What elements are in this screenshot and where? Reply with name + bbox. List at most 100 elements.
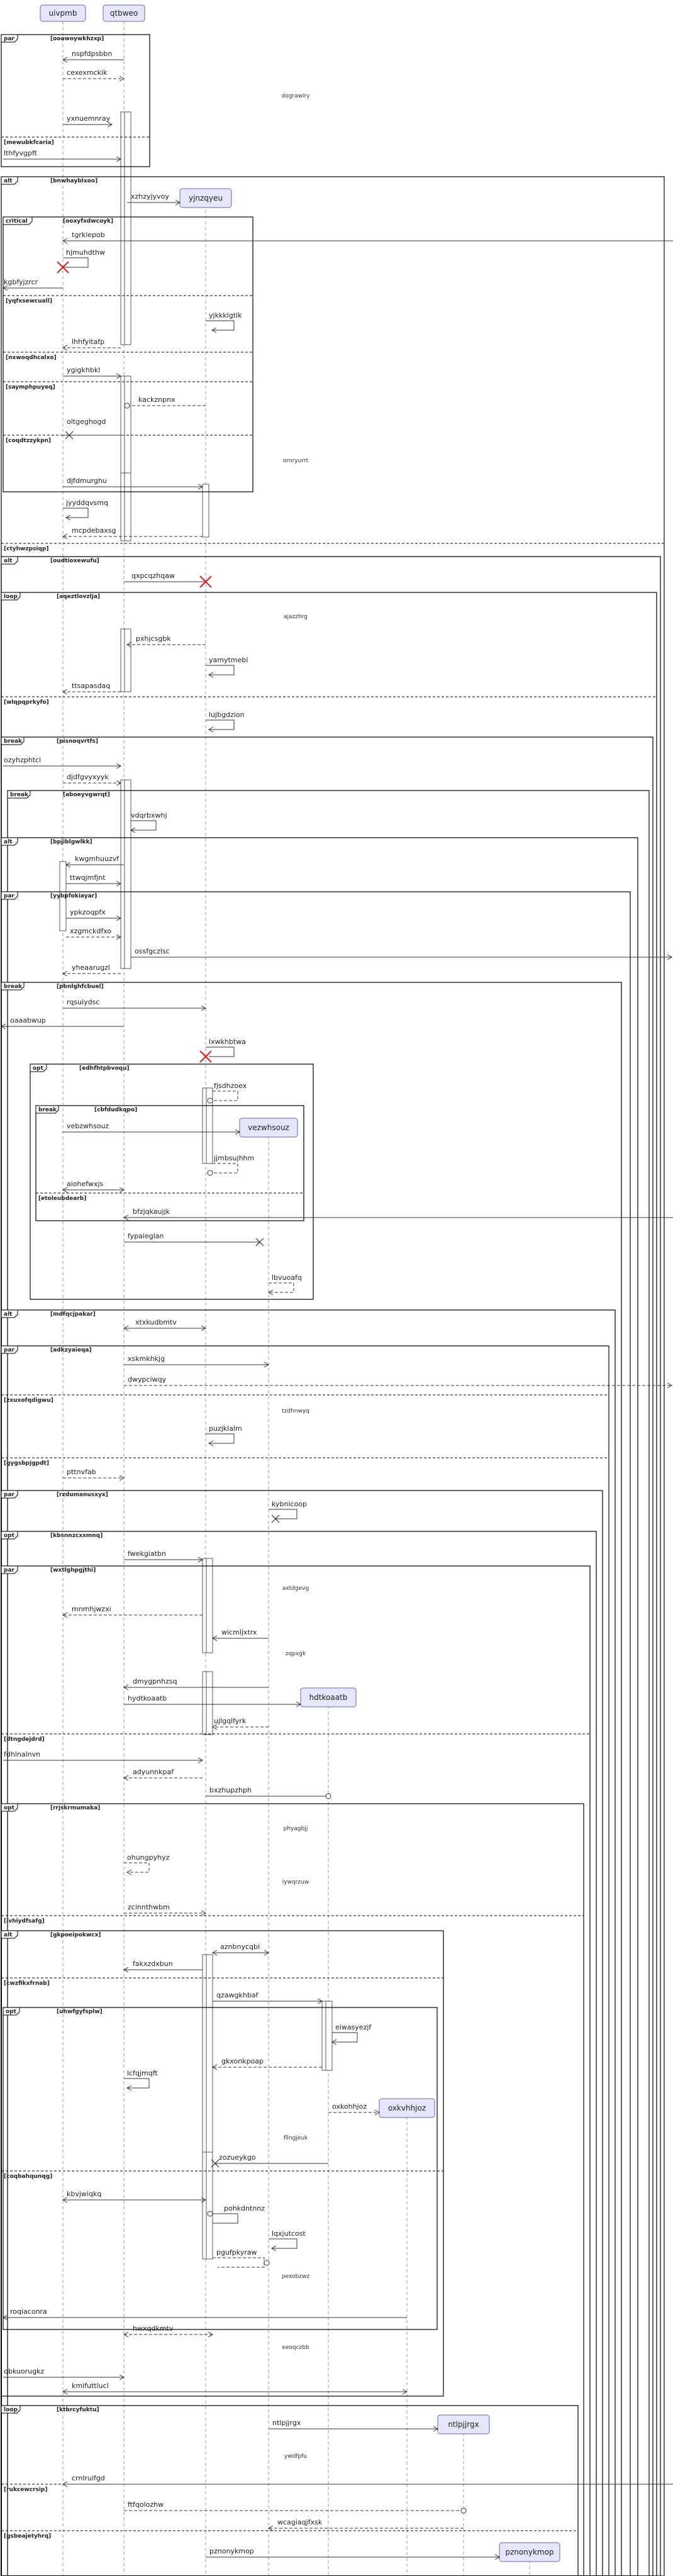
activation-bar [206,1558,213,1653]
message-arrowhead [197,1757,204,1763]
message-endpoint [207,1170,213,1176]
fragment-tab [1,982,25,991]
fragment-guard: [pisnoqvrtfs] [57,738,98,745]
fragment-tab [7,790,31,799]
message-label: yheaarugzl [72,963,110,972]
message-arrowhead [62,970,68,977]
message-arrowhead [123,1684,129,1690]
message: zozueykgo [211,2153,328,2168]
message-arrowhead [62,345,68,351]
message-label: ossfgczlsc [135,947,170,955]
message: vebzwhsouz [63,1122,241,1135]
message-self-loop [213,1163,238,1174]
participant-box [437,2414,490,2434]
message-label: wicmljxtrx [221,1628,257,1636]
note-label: phyagbjj [284,1826,308,1832]
fragment-frame [30,1063,314,1300]
message-label: vdqrbxwhj [131,811,167,819]
message: jyyddqvsmq [63,499,108,521]
message-arrowhead [201,2197,207,2203]
fragment-break: break[pbnlghfcbuel] [1,982,622,2576]
message-self-loop [269,1282,294,1293]
message-self-loop [269,2238,298,2249]
message-arrowhead [267,1289,274,1296]
message-arrowhead [116,156,122,162]
activation-bar [325,2001,333,2071]
message-arrowhead [119,2374,125,2380]
fragment-tab [1,592,21,601]
message: tgrkiepob [62,231,673,244]
note-label: dograwiry [281,93,310,99]
fragment-tab [30,1063,47,1072]
fragment-tab [1,736,25,745]
fragment-operator: alt [4,1932,13,1938]
message: dwypciwqy [124,1375,673,1389]
message-label: kbvjwiqkq [67,2190,101,2198]
participant-label: ntlpjjrgx [448,2420,479,2429]
activation-bar [202,484,209,538]
fragment-break: break[aboeyvgwrqt] [7,790,650,2576]
message-arrowhead [126,641,132,648]
message-endpoint [207,2211,213,2217]
fragment-frame [1,736,654,2576]
activations [59,111,333,2260]
participant-qtbweo: qtbweo [103,4,145,22]
message-label: jyyddqvsmq [65,499,108,507]
fragment-break: break [pisnoqvrtfs] [1,736,654,2576]
message-arrowhead [0,1023,6,1030]
fragment-loop: loop[ktbrcyfuktu][rukcewcrsip][gsbeajety… [1,2405,579,2576]
fragment-operator: par [4,36,15,42]
fragment-frame [3,2007,438,2330]
message: fjsdhzoex [207,1082,247,1104]
destroy-marker [57,261,69,274]
message-label: dmygpnhzsq [133,1677,177,1685]
message-arrowhead [65,862,71,868]
message-arrowhead [119,1187,125,1193]
message-arrowhead [123,1775,129,1781]
message-arrowhead [270,2245,277,2251]
message: lhhfyitafp [62,338,121,351]
fragment-operator: alt [4,839,13,845]
fragment-operator: break [38,1107,57,1113]
fragment-operator: loop [4,594,18,600]
message-label: fypaieglan [128,1232,164,1240]
message-label: fwekgiatbn [128,1550,166,1558]
message-arrowhead [65,514,71,521]
note-label: ornryurrt [283,458,309,464]
message-self-loop [124,2078,150,2089]
message-self-loop [332,2032,358,2043]
message-arrowhead [126,1869,132,1875]
destroy-marker [271,1514,280,1523]
fragment-else-guard: [zxuxofqdigwu] [4,1397,53,1404]
message: eiwasyezjf [331,2023,372,2045]
message-label: gkxonkpoap [221,2057,264,2065]
message: kwgmhuuzvf [65,855,124,868]
activation-bar [206,1087,213,1164]
fragment-guard: [kbsnnzcxxmnq] [50,1533,103,1539]
activation-bar [124,779,131,969]
fragment-guard: [rrjskrmumaka] [50,1805,100,1811]
message-arrowhead [62,689,68,695]
message: vdqrbxwhj [130,811,167,833]
message: mnmhjwzxi [62,1605,203,1618]
fragment-operator: break [10,792,29,798]
fragment-guard: [oudtioxewufu] [50,558,99,564]
message-arrowhead [402,2389,408,2395]
fragment-loop: loop[aqeztlovzlja][wlqpqprkyfo] [1,592,657,2576]
message-self-loop [206,1433,235,1444]
message: rqsuiydsc [63,998,207,1011]
message-arrowhead [235,1129,241,1135]
message-label: oltgeghogd [67,418,106,426]
fragment-guard: [ooxyfxdwcoyk] [63,218,113,225]
fragment-guard: [mdfqcjpakar] [50,1311,96,1318]
fragment-operator: loop [4,2407,18,2413]
message-label: ygigkhbkl [67,366,100,374]
message-label: fakxzdxbun [133,1960,173,1968]
message: yxnuemnray [63,114,113,128]
message: xzgmckdfxo [66,927,122,940]
message-label: qbkuorugkz [4,2367,45,2375]
message-label: kwgmhuuzvf [75,855,120,863]
message: pttnvfab [63,1468,125,1481]
message-label: bxzhupzhph [209,1786,252,1794]
participant-oxkvhhjoz: oxkvhhjoz [379,2098,435,2118]
